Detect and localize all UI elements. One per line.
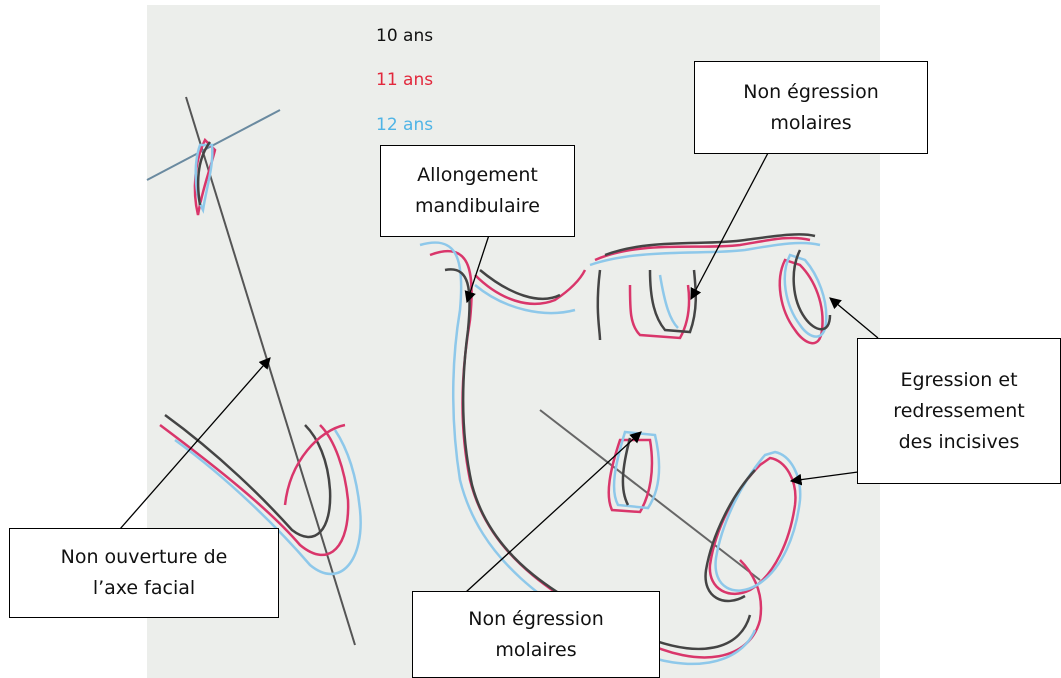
callout-allongement-mandibulaire: Allongement mandibulaire (380, 145, 575, 237)
legend-11-ans: 11 ans (376, 70, 433, 90)
callout-egression-redressement-incisives: Egression et redressement des incisives (857, 338, 1061, 484)
callout-non-egression-molaires-bottom: Non égression molaires (412, 591, 660, 678)
callout-non-ouverture-axe-facial: Non ouverture de l’axe facial (9, 528, 279, 618)
legend-12-ans: 12 ans (376, 115, 433, 135)
callout-non-egression-molaires-top: Non égression molaires (694, 61, 928, 154)
legend-10-ans: 10 ans (376, 26, 433, 46)
